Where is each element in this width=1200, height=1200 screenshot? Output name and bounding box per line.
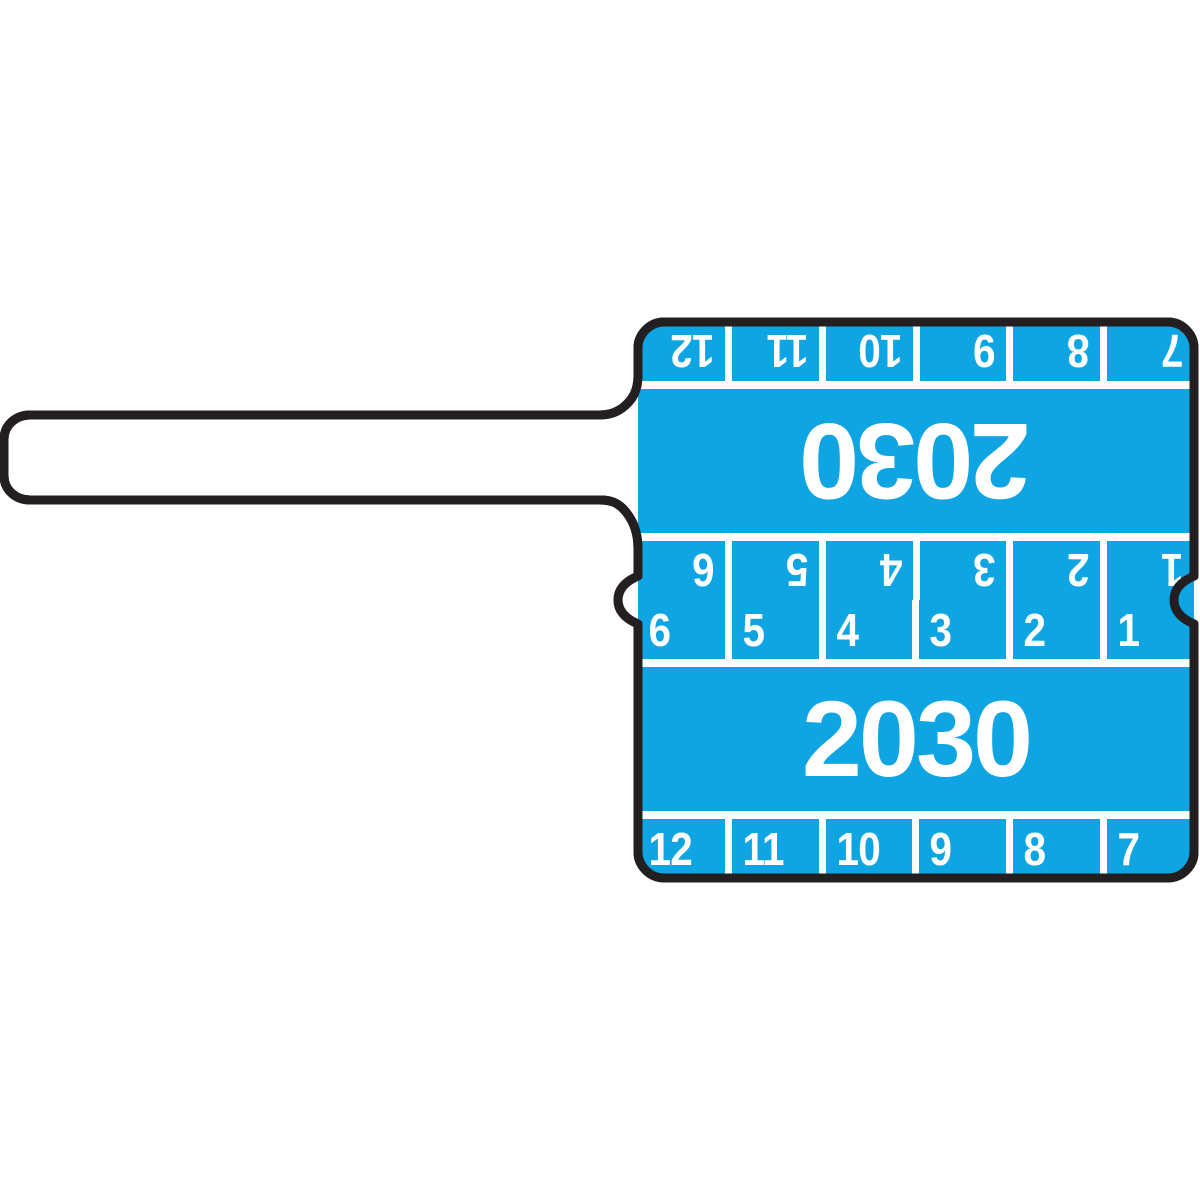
month-cell[interactable]: 1 <box>1117 603 1141 656</box>
month-cell[interactable]: 3 <box>912 541 1007 600</box>
month-cell[interactable]: 8 <box>1013 819 1108 878</box>
month-cell[interactable]: 9 <box>912 322 1007 381</box>
divider-line <box>638 533 1194 541</box>
month-cell[interactable]: 12 <box>671 325 715 378</box>
month-cell[interactable]: 2 <box>1006 541 1101 600</box>
month-cell[interactable]: 11 <box>724 322 819 381</box>
month-cell[interactable]: 12 <box>638 819 732 878</box>
inverted-half: 1 2 3 4 5 6 2030 7 8 9 10 11 <box>638 322 1194 600</box>
month-cell[interactable]: 6 <box>692 544 715 597</box>
year-text: 2030 <box>638 667 1194 811</box>
month-cell[interactable]: 9 <box>919 819 1014 878</box>
month-cell[interactable]: 2 <box>1013 600 1108 659</box>
month-row-lower-mid: 6 5 4 3 2 1 <box>638 600 1194 659</box>
year-band-card: 1 2 3 4 5 6 2030 7 8 9 10 11 <box>638 322 1194 878</box>
month-cell[interactable]: 5 <box>732 600 826 659</box>
month-row-top-inverted: 7 8 9 10 11 12 <box>638 322 1194 381</box>
divider-line <box>638 659 1194 667</box>
divider-line <box>638 381 1194 389</box>
month-row-bottom: 12 11 10 9 8 7 <box>638 819 1194 878</box>
year-value: 2030 <box>801 678 1033 799</box>
month-cell[interactable]: 3 <box>919 600 1014 659</box>
year-text-inverted: 2030 <box>638 389 1194 533</box>
month-cell[interactable]: 8 <box>1006 322 1101 381</box>
inverted-half-inner: 1 2 3 4 5 6 2030 7 8 9 10 11 <box>638 322 1194 600</box>
month-cell[interactable]: 7 <box>1100 322 1194 381</box>
divider-line <box>638 811 1194 819</box>
month-cell[interactable]: 7 <box>1117 822 1141 875</box>
month-cell[interactable]: 4 <box>826 600 920 659</box>
month-cell[interactable]: 6 <box>638 600 732 659</box>
month-cell[interactable]: 5 <box>724 541 819 600</box>
month-row-upper-mid-inverted: 1 2 3 4 5 6 <box>638 541 1194 600</box>
year-value: 2030 <box>801 401 1031 522</box>
upright-half: 6 5 4 3 2 1 2030 12 11 10 9 8 7 <box>638 600 1194 878</box>
month-cell[interactable]: 11 <box>732 819 826 878</box>
month-cell[interactable]: 10 <box>826 819 920 878</box>
month-cell[interactable]: 4 <box>818 541 913 600</box>
month-cell[interactable]: 10 <box>818 322 913 381</box>
month-cell[interactable]: 1 <box>1100 541 1194 600</box>
